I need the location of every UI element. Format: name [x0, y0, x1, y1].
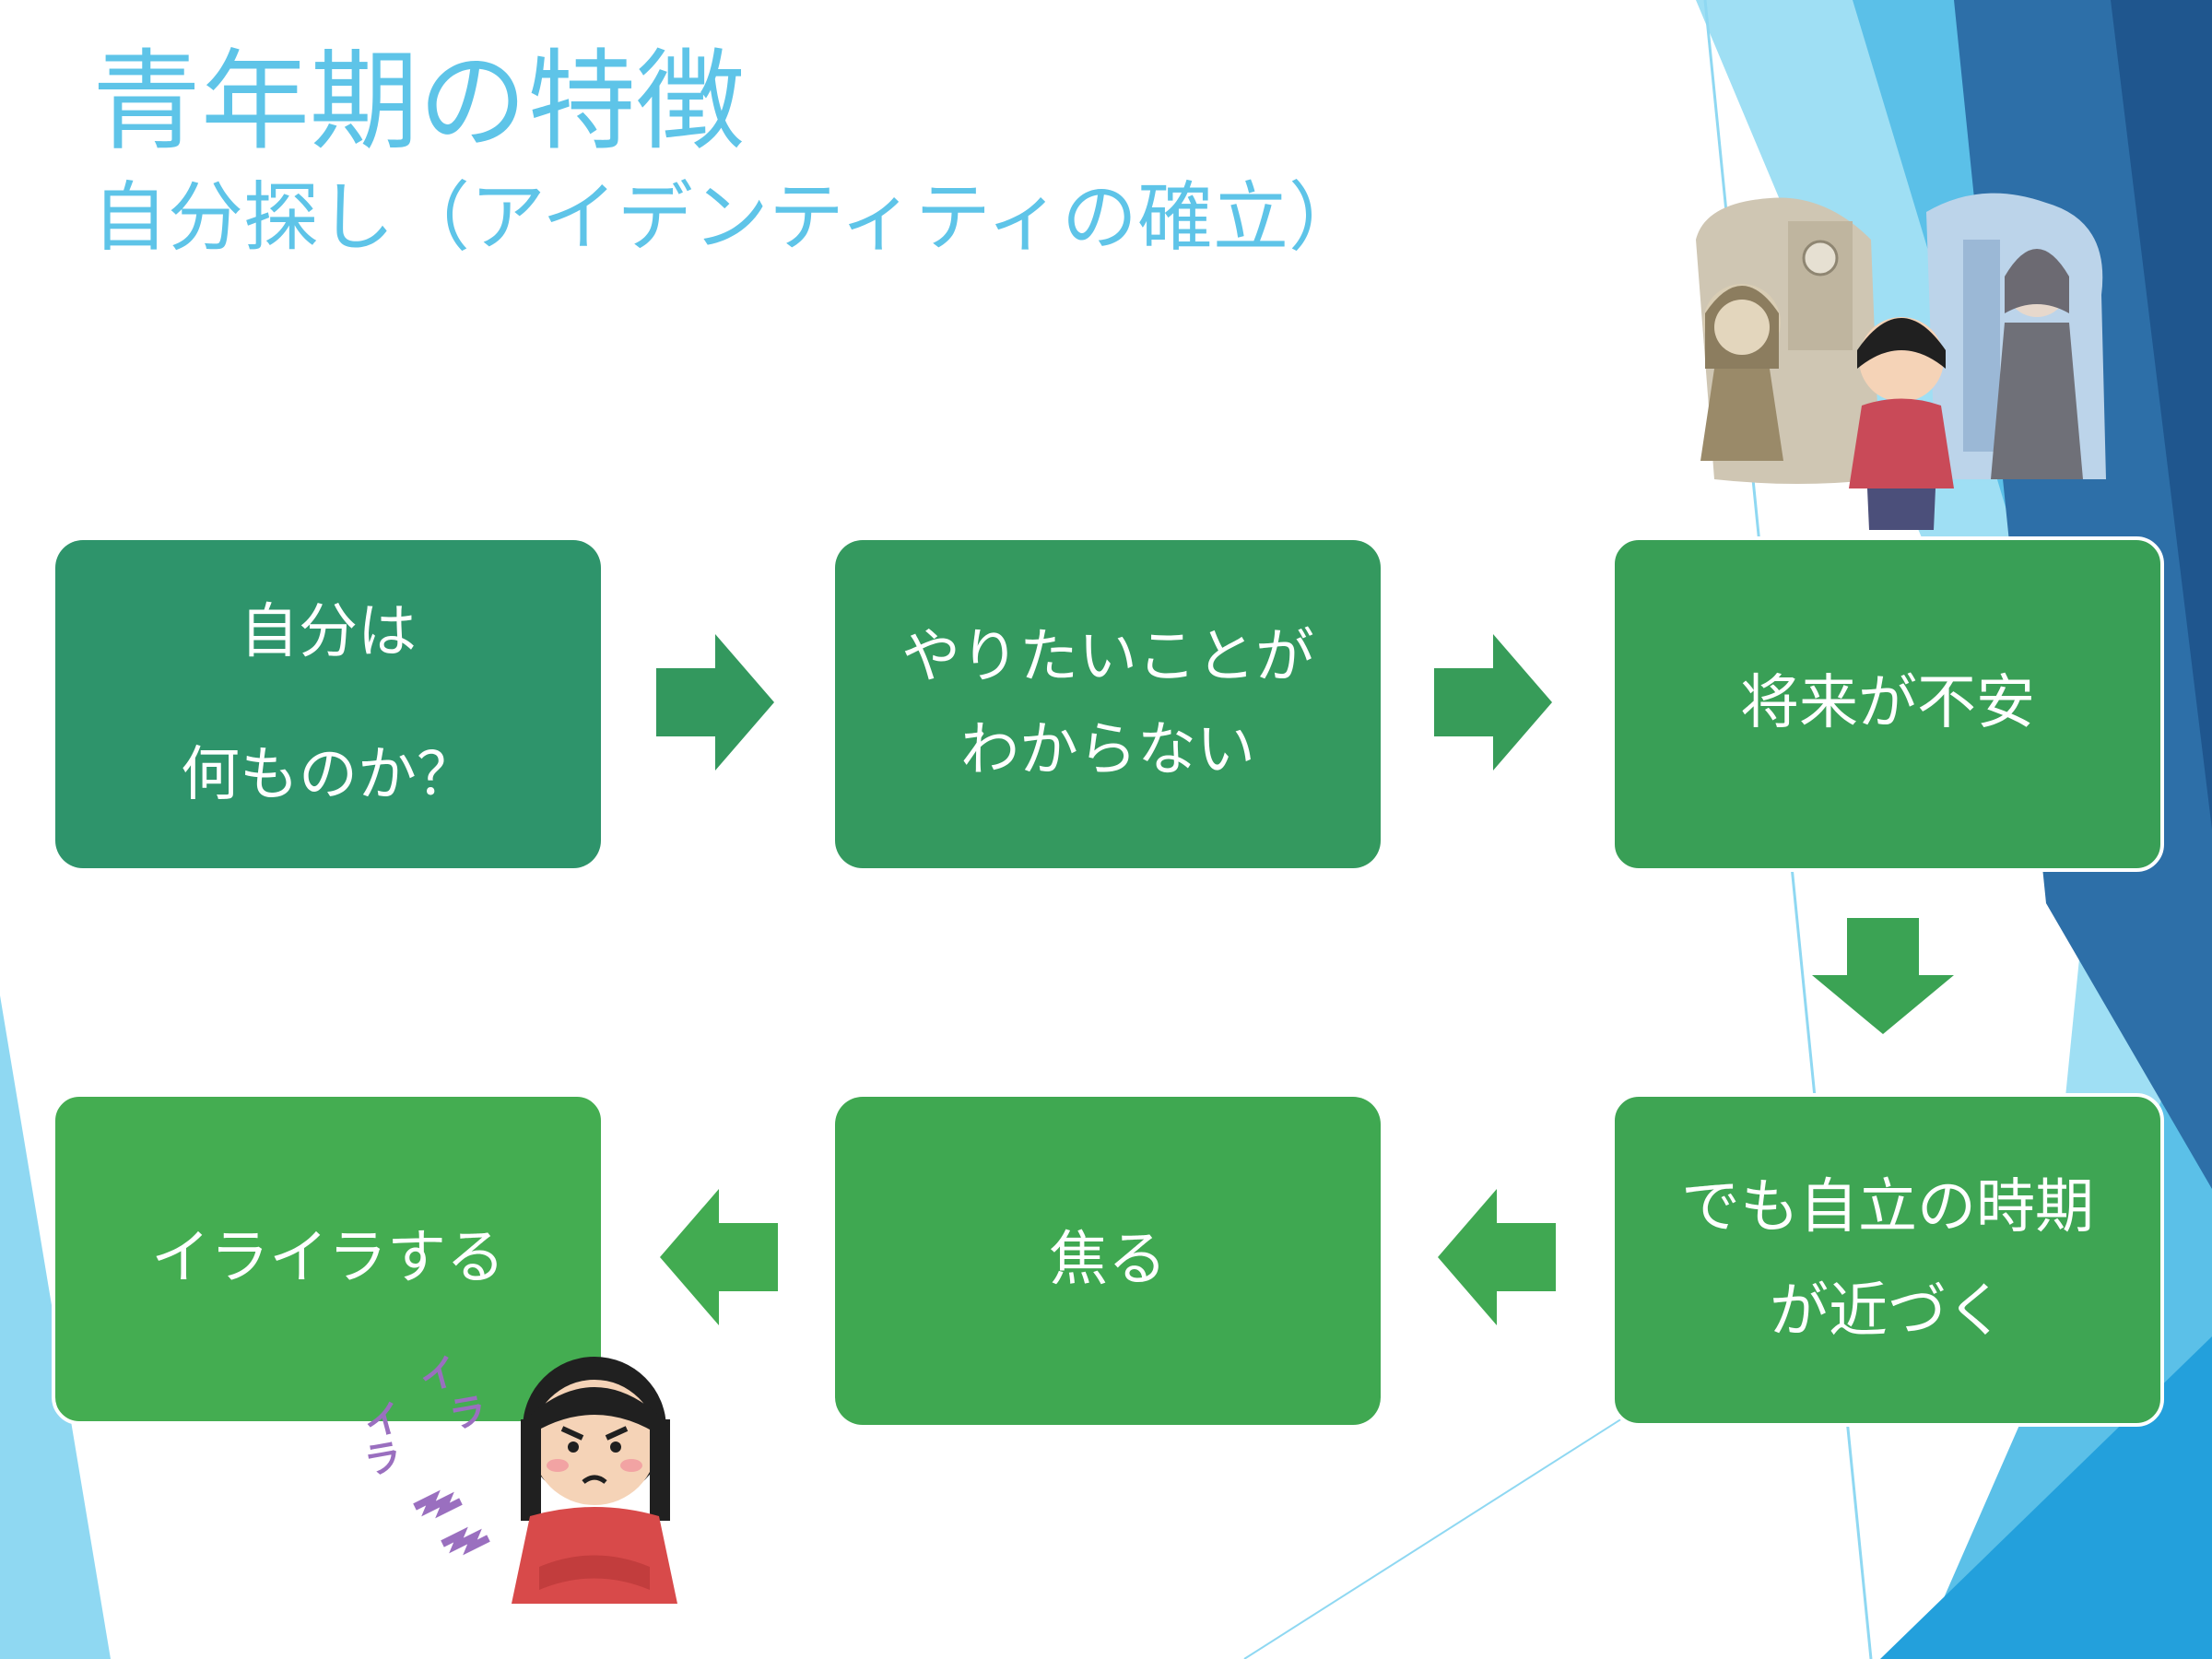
- slide-subtitle: 自分探し（アイデンティティの確立）: [92, 174, 1365, 262]
- flow-box-1-line-2: 何ものか？: [181, 741, 476, 809]
- sticker-char-1: イ: [416, 1350, 463, 1401]
- irritation-text-marks: イ ラ イ ラ: [360, 1350, 489, 1484]
- flow-box-4-line-2: が近づく: [1770, 1277, 2006, 1346]
- arrow-down: [1812, 918, 1954, 1034]
- sticker-char-4: ラ: [361, 1436, 405, 1484]
- frustrated-girl-illustration: イ ラ イ ラ: [360, 1350, 677, 1604]
- slide-title: 青年期の特徴: [92, 38, 746, 165]
- flow-box-3-line-1: 将来が不安: [1740, 669, 2035, 738]
- deco-band-deep: [2111, 0, 2212, 830]
- arrow-right-1: [656, 634, 774, 771]
- flow-box-2: やりたいことが わからない: [835, 540, 1381, 868]
- flow-box-4-line-1: でも自立の時期: [1681, 1172, 2094, 1241]
- flow-box-5: 焦る: [835, 1097, 1381, 1425]
- flow-box-1: 自分は 何ものか？: [55, 540, 601, 868]
- arrow-left-2: [660, 1189, 778, 1325]
- flow-box-1-line-1: 自分は: [240, 597, 417, 666]
- flow-box-5-line-1: 焦る: [1049, 1226, 1167, 1295]
- person-past-future-illustration: [1696, 193, 2106, 530]
- flow-box-2-line-1: やりたいことが: [901, 622, 1314, 691]
- flow-box-6-line-1: イライラする: [151, 1224, 505, 1293]
- sticker-char-2: ラ: [446, 1390, 489, 1438]
- flow-box-2-line-2: わからない: [960, 716, 1255, 784]
- flow-box-4: でも自立の時期 が近づく: [1611, 1093, 2164, 1427]
- arrow-left-1: [1438, 1189, 1556, 1325]
- arrow-right-2: [1434, 634, 1552, 771]
- flow-box-3: 将来が不安: [1611, 536, 2164, 872]
- flow-box-6: イライラする: [52, 1093, 605, 1425]
